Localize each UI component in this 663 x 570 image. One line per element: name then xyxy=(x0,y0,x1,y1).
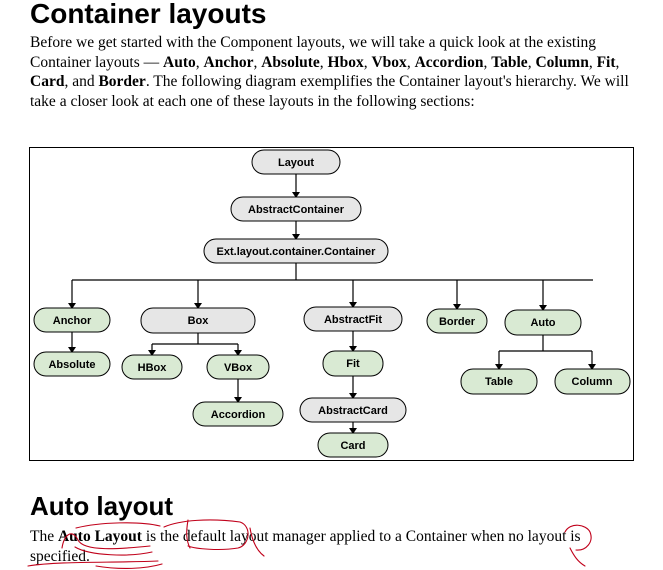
node-abstract-fit: AbstractFit xyxy=(303,306,403,332)
svg-text:AbstractFit: AbstractFit xyxy=(324,314,382,326)
section-heading-auto-layout: Auto layout xyxy=(30,491,173,521)
svg-text:Accordion: Accordion xyxy=(211,409,266,421)
node-column: Column xyxy=(554,368,631,395)
svg-text:Layout: Layout xyxy=(278,157,314,169)
node-container: Ext.layout.container.Container xyxy=(203,238,389,264)
node-table: Table xyxy=(460,368,538,395)
svg-text:Ext.layout.container.Container: Ext.layout.container.Container xyxy=(217,246,377,258)
node-absolute: Absolute xyxy=(33,351,111,377)
svg-text:Box: Box xyxy=(188,315,210,327)
svg-text:Border: Border xyxy=(439,316,476,328)
svg-text:AbstractContainer: AbstractContainer xyxy=(248,204,345,216)
svg-text:HBox: HBox xyxy=(138,362,168,374)
node-anchor: Anchor xyxy=(33,307,111,333)
node-hbox: HBox xyxy=(121,354,183,380)
node-box: Box xyxy=(140,307,256,334)
diagram-canvas: Layout AbstractContainer Ext.layout.cont… xyxy=(33,149,631,458)
node-auto: Auto xyxy=(504,309,582,336)
svg-text:Anchor: Anchor xyxy=(53,315,92,327)
intro-paragraph: Before we get started with the Component… xyxy=(30,34,629,110)
node-accordion: Accordion xyxy=(192,401,284,427)
layout-hierarchy-diagram: Layout AbstractContainer Ext.layout.cont… xyxy=(29,147,634,461)
svg-text:AbstractCard: AbstractCard xyxy=(318,405,388,417)
node-card: Card xyxy=(317,432,389,458)
svg-text:Card: Card xyxy=(340,440,365,452)
svg-text:VBox: VBox xyxy=(224,362,253,374)
node-abstract-card: AbstractCard xyxy=(299,397,407,423)
node-vbox: VBox xyxy=(206,354,270,380)
auto-layout-paragraph: The Auto Layout is the default layout ma… xyxy=(30,528,581,565)
node-layout: Layout xyxy=(251,149,341,175)
svg-text:Fit: Fit xyxy=(346,358,360,370)
diagram-connectors xyxy=(68,174,596,434)
page-title: Container layouts xyxy=(30,0,267,29)
svg-text:Auto: Auto xyxy=(530,317,555,329)
svg-text:Absolute: Absolute xyxy=(48,359,95,371)
svg-text:Table: Table xyxy=(485,376,513,388)
svg-text:Column: Column xyxy=(572,376,613,388)
node-border: Border xyxy=(426,308,488,334)
node-abstract-container: AbstractContainer xyxy=(230,196,362,222)
node-fit: Fit xyxy=(322,350,384,377)
